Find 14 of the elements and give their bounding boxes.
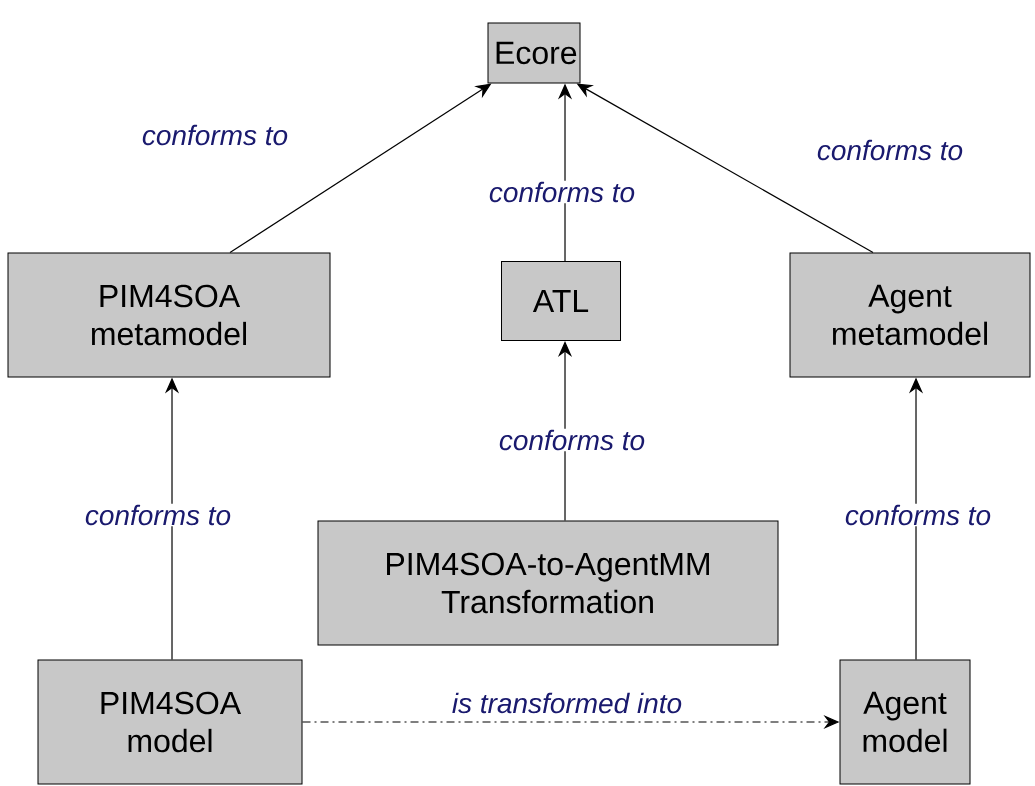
process-box: PIM4SOA metamodel — [7, 252, 331, 378]
process-box: Agent model — [839, 659, 971, 785]
edge-label: conforms to — [815, 138, 965, 162]
edge-label: conforms to — [83, 503, 233, 527]
edge-label: conforms to — [487, 180, 637, 204]
edge-label: conforms to — [140, 123, 290, 147]
edge-label: is transformed into — [450, 691, 684, 715]
edge-label: conforms to — [843, 503, 993, 527]
process-box: ATL — [501, 261, 621, 341]
process-box: PIM4SOA model — [37, 659, 303, 785]
process-box: Agent metamodel — [789, 252, 1031, 378]
process-box: Ecore — [487, 22, 581, 84]
edge-label: conforms to — [497, 428, 647, 452]
process-box: PIM4SOA-to-AgentMM Transformation — [317, 520, 779, 646]
